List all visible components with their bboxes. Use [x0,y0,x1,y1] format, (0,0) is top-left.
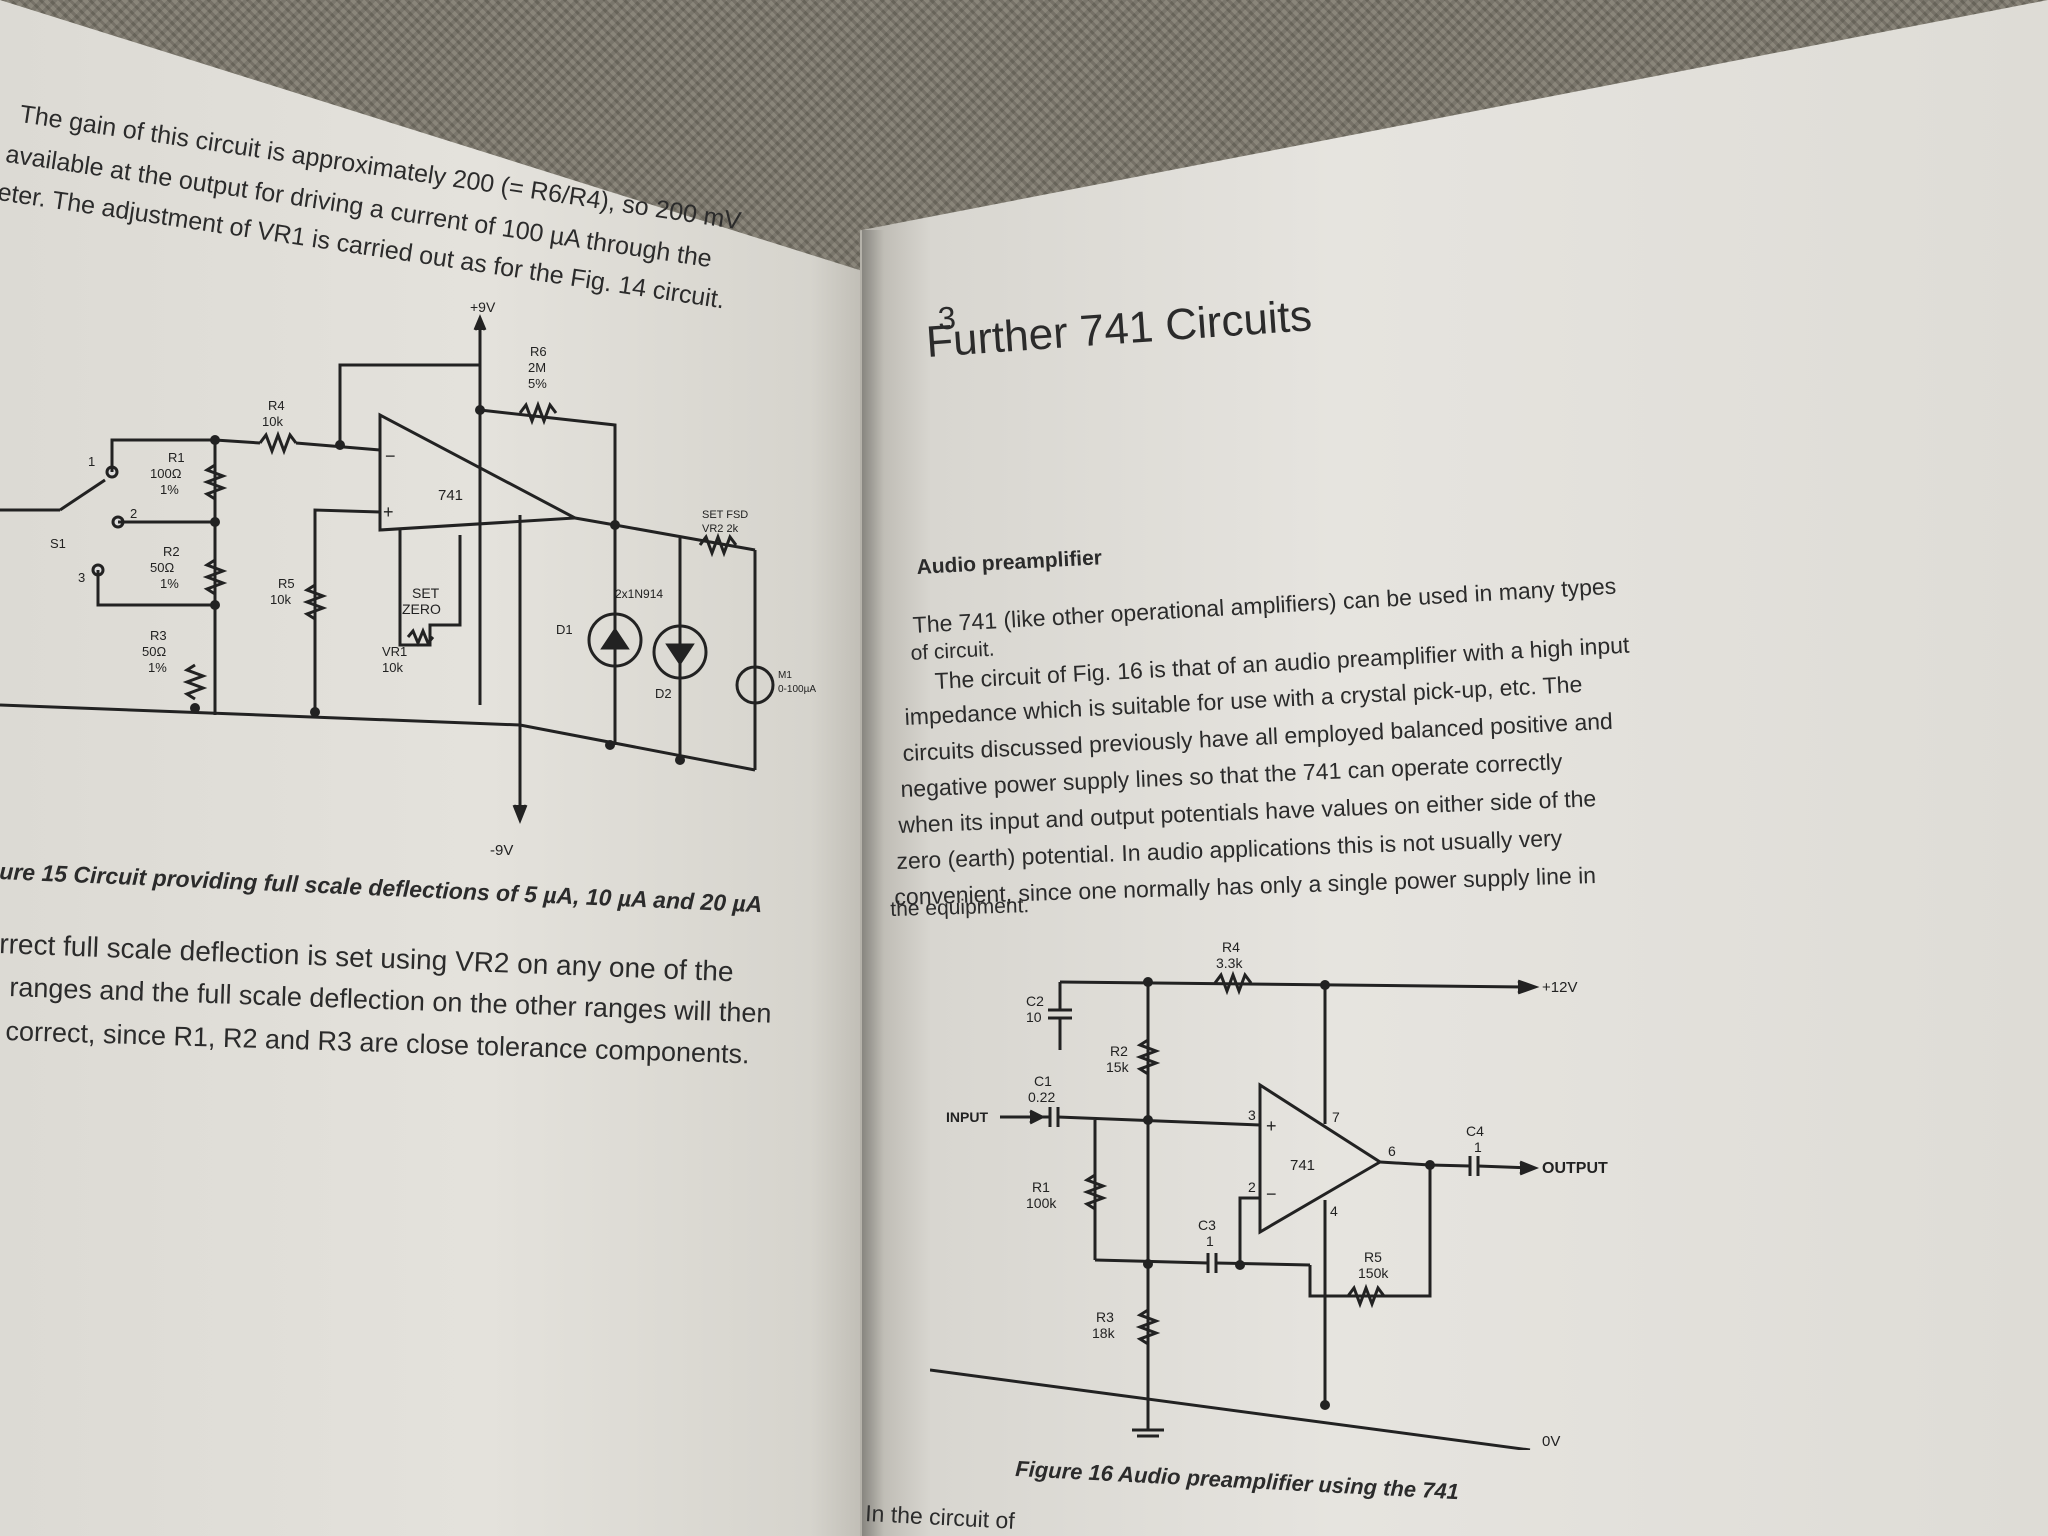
figure-16-schematic: R4 3.3k +12V C2 10 R2 15k C1 0.22 INPUT … [930,939,1608,1450]
fig16-pin3: 3 [1248,1107,1256,1123]
fig15-pos1: 1 [88,454,95,469]
fig16-minus: − [1266,1184,1277,1204]
para2-line-8: the equipment. [890,894,1030,921]
fig16-supply: +12V [1542,979,1577,996]
fig16-r2: R2 [1110,1043,1128,1059]
fig16-r5-val: 150k [1358,1265,1389,1281]
figure-15-schematic: +9V -9V R6 2M 5% R4 10k R1 100Ω 1% R2 50… [0,300,816,859]
fig16-c4: C4 [1466,1123,1484,1139]
fig16-c2: C2 [1026,993,1044,1009]
fig16-pin7: 7 [1332,1109,1340,1125]
fig15-setzero-1: SET [412,585,440,601]
fig15-diodes: 2x1N914 [615,587,663,601]
fig15-r2-tol: 1% [160,576,179,591]
fig16-c3-val: 1 [1206,1233,1214,1249]
fig15-opamp: 741 [438,487,463,504]
fig15-d1: D1 [556,622,573,637]
fig15-r6: R6 [530,344,547,359]
fig15-meter-val: 0-100µA [778,684,816,695]
fig16-c3: C3 [1198,1217,1216,1233]
fig16-c1-val: 0.22 [1028,1089,1055,1105]
fig15-pos3: 3 [78,570,85,585]
fig15-r4-val: 10k [262,414,283,429]
fig15-r6-val: 2M [528,360,546,375]
fig15-plus: + [383,502,394,522]
fig15-minus: − [385,446,396,466]
fig15-r1: R1 [168,450,185,465]
right-page [860,0,2048,1536]
fig15-r4: R4 [268,398,285,413]
fig15-vr2: VR2 2k [702,523,739,535]
left-page [0,0,880,1536]
fig15-r3: R3 [150,628,167,643]
fig16-output: OUTPUT [1542,1160,1608,1177]
fig15-set-fsd: SET FSD [702,509,748,521]
fig15-r3-tol: 1% [148,660,167,675]
fig16-c2-val: 10 [1026,1009,1042,1025]
fig16-r3-val: 18k [1092,1325,1116,1341]
fig16-c4-val: 1 [1474,1139,1482,1155]
fig15-switch: S1 [50,536,66,551]
fig15-neg-supply: -9V [490,842,513,859]
fig16-r1-val: 100k [1026,1195,1057,1211]
fig16-r4-val: 3.3k [1216,955,1243,971]
fig15-r6-tol: 5% [528,376,547,391]
fig16-input: INPUT [946,1109,988,1125]
book-gutter [862,230,884,1536]
fig15-r5: R5 [278,576,295,591]
fig15-pos-supply: +9V [470,300,496,315]
fig15-r1-val: 100Ω [150,466,182,481]
fig16-r1: R1 [1032,1179,1050,1195]
fig15-d2: D2 [655,686,672,701]
fig16-pin6: 6 [1388,1143,1396,1159]
fig16-pin2: 2 [1248,1179,1256,1195]
fig16-plus: + [1266,1116,1277,1136]
fig16-pin4: 4 [1330,1203,1338,1219]
fig15-vr1-val: 10k [382,660,403,675]
fig15-r1-tol: 1% [160,482,179,497]
fig15-setzero-2: ZERO [402,601,441,617]
fig16-r4: R4 [1222,939,1240,955]
fig15-r3-val: 50Ω [142,644,166,659]
fig15-r2-val: 50Ω [150,560,174,575]
fig16-r5: R5 [1364,1249,1382,1265]
fig15-r2: R2 [163,544,180,559]
fig16-ground: 0V [1542,1433,1560,1450]
fig16-c1: C1 [1034,1073,1052,1089]
fig15-r5-val: 10k [270,592,291,607]
fig16-r2-val: 15k [1106,1059,1130,1075]
fig16-r3: R3 [1096,1309,1114,1325]
fig15-pos2: 2 [130,506,137,521]
para1-line-2: of circuit. [910,637,996,665]
fig16-opamp: 741 [1290,1157,1315,1174]
fig15-vr1: VR1 [382,644,407,659]
fig15-meter: M1 [778,670,792,681]
